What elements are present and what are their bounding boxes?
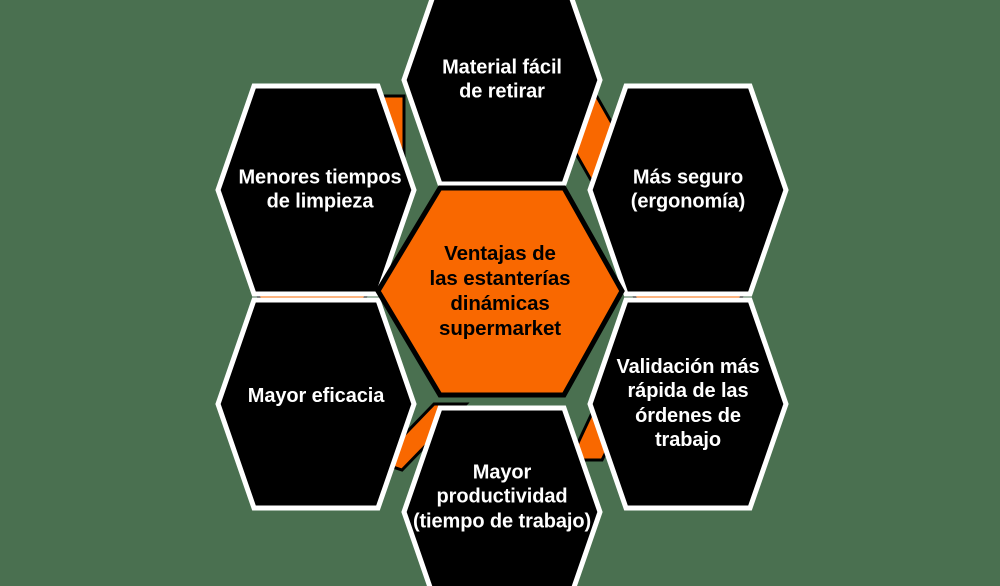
hexagon-center[interactable]	[375, 185, 625, 398]
hexagon-mayor-eficacia[interactable]	[215, 297, 417, 511]
hexagon-menores-tiempos-de-limpieza[interactable]	[215, 83, 417, 297]
hexagon-validacion-mas-rapida[interactable]	[587, 297, 789, 511]
hexagon-mas-seguro-ergonomia[interactable]	[587, 83, 789, 297]
hexagon-mayor-productividad[interactable]	[401, 405, 603, 586]
hexagon-material-facil-de-retirar[interactable]	[401, 0, 603, 187]
outer-hexagons	[215, 0, 789, 586]
